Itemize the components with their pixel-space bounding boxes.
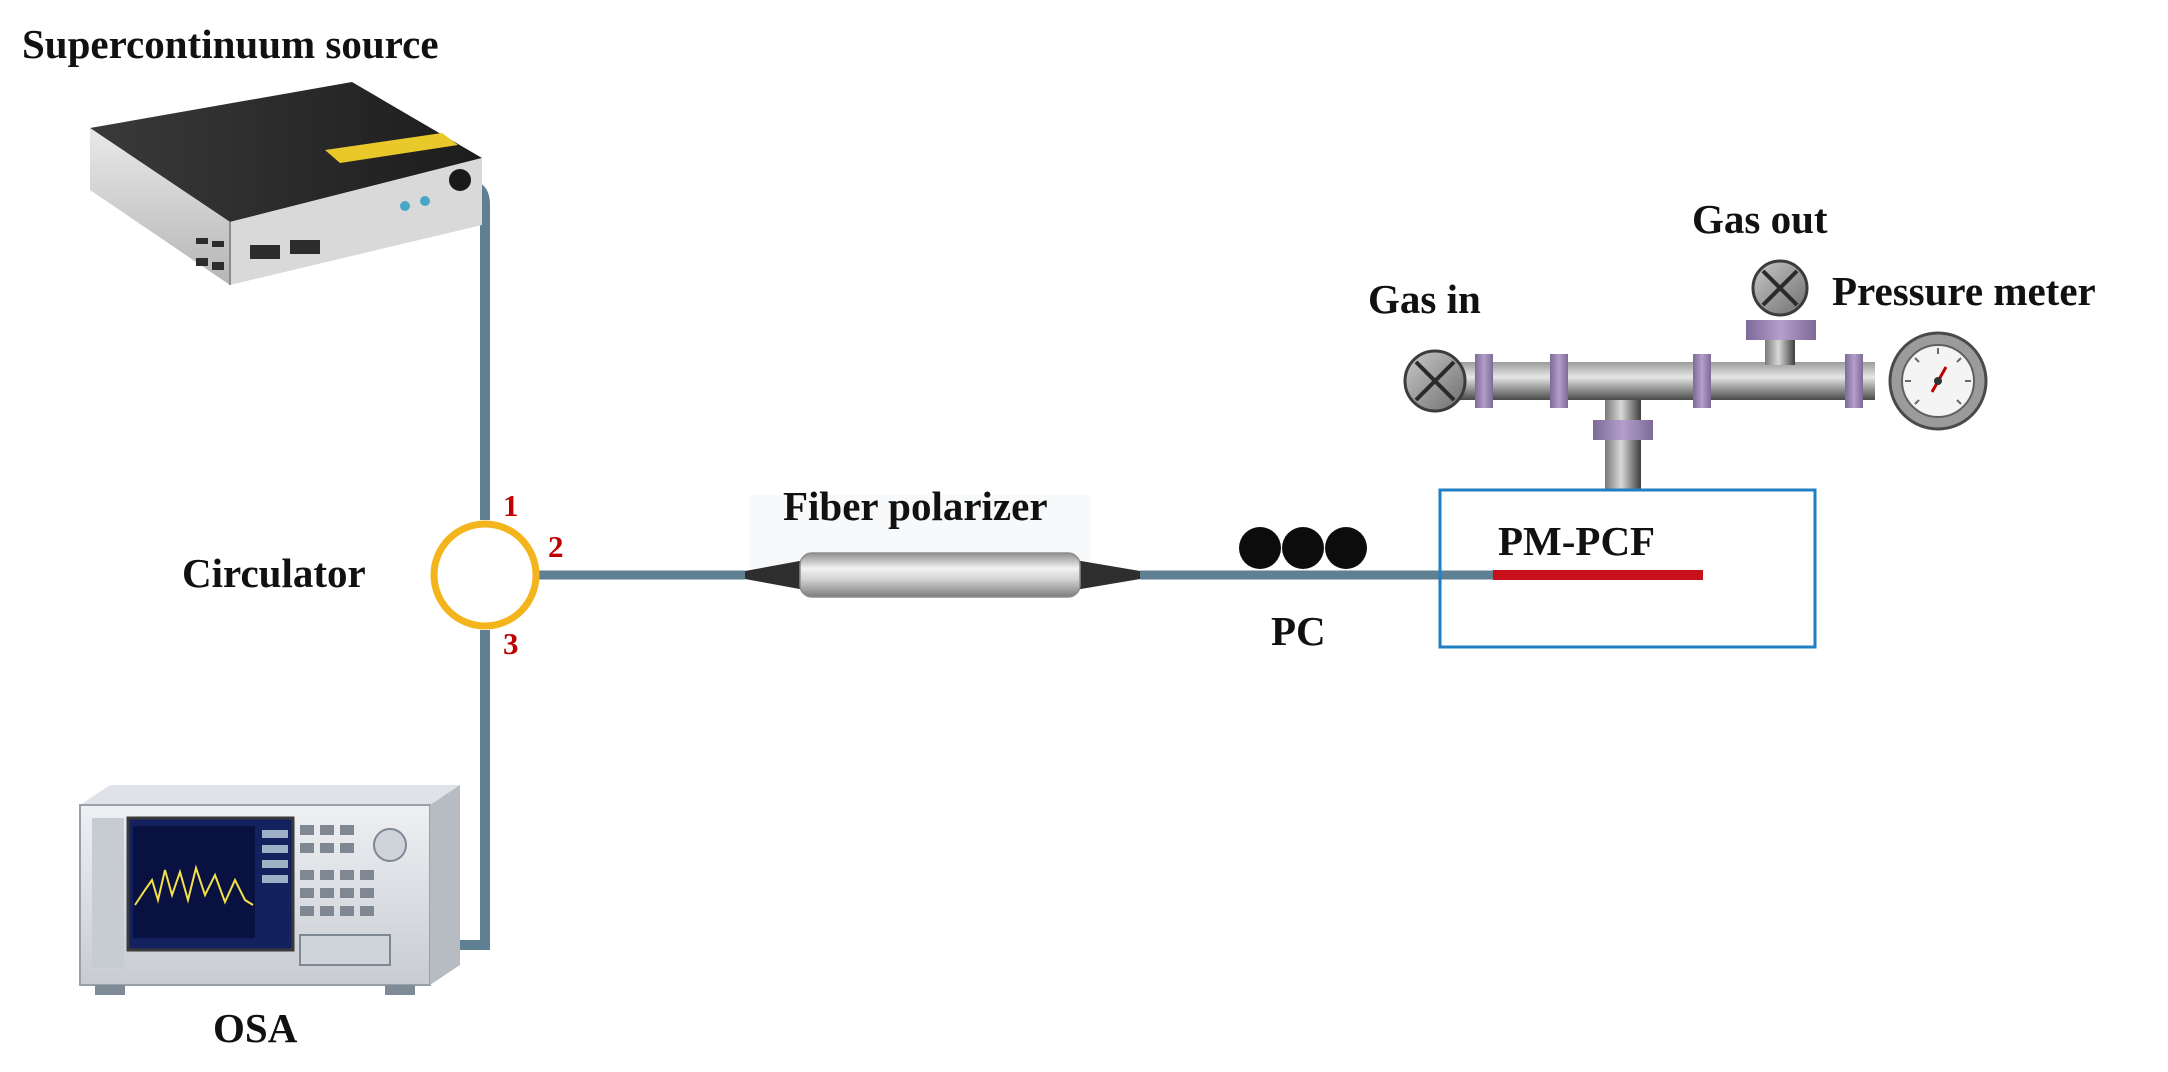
gas-manifold [1440, 320, 1875, 490]
circulator-icon [430, 520, 540, 630]
label-pm-pcf: PM-PCF [1498, 518, 1655, 564]
fiber-polarizer [745, 495, 1140, 598]
gas-chamber [1438, 488, 1817, 649]
pm-pcf-fiber [1493, 570, 1703, 580]
label-gas-out: Gas out [1692, 196, 1828, 242]
port-label-3: 3 [503, 626, 519, 661]
label-pressure-meter: Pressure meter [1832, 268, 2096, 314]
pressure-gauge-icon [1888, 331, 1988, 431]
fiber-source-to-circulator [467, 180, 490, 520]
label-supercontinuum-source: Supercontinuum source [22, 21, 439, 67]
port-label-2: 2 [548, 529, 564, 564]
valve-icon [1403, 349, 1467, 413]
label-fiber-polarizer: Fiber polarizer [783, 483, 1048, 529]
label-osa: OSA [213, 1005, 298, 1051]
polarization-controller-icon [1239, 527, 1367, 569]
osa-instrument [79, 785, 460, 995]
laser-source-device [90, 82, 482, 285]
label-circulator: Circulator [182, 550, 366, 596]
valve-icon [1751, 259, 1809, 317]
port-label-1: 1 [503, 488, 519, 523]
label-pc: PC [1271, 608, 1326, 654]
label-gas-in: Gas in [1368, 276, 1481, 322]
